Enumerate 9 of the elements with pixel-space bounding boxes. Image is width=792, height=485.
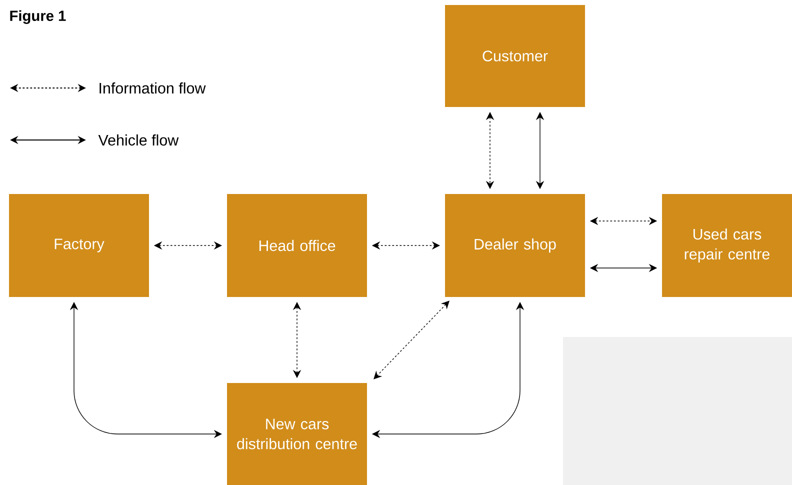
process-box: New cars distribution centre bbox=[227, 383, 367, 485]
legend-label: Information flow bbox=[100, 82, 206, 94]
process-box: Dealer shop bbox=[445, 194, 585, 297]
legend-label: Vehicle flow bbox=[98, 134, 179, 146]
process-box: Used cars repair centre bbox=[662, 194, 792, 297]
process-box: Factory bbox=[9, 194, 149, 297]
process-box: Customer bbox=[445, 5, 585, 107]
process-box: Head office bbox=[227, 194, 367, 297]
figure-title: Figure 1 bbox=[10, 10, 66, 24]
